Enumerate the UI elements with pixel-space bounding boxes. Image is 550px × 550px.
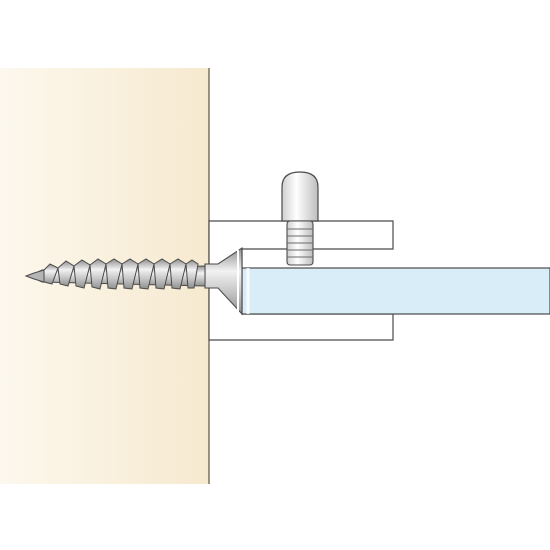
screw-tip <box>24 269 45 283</box>
glass-panel <box>241 267 550 315</box>
set-screw <box>281 171 319 266</box>
thumb-screw-icon <box>281 171 319 222</box>
set-screw-thread <box>286 220 314 266</box>
screw-thread <box>43 258 199 290</box>
wood-screw <box>24 246 243 316</box>
screw-head <box>204 246 243 316</box>
